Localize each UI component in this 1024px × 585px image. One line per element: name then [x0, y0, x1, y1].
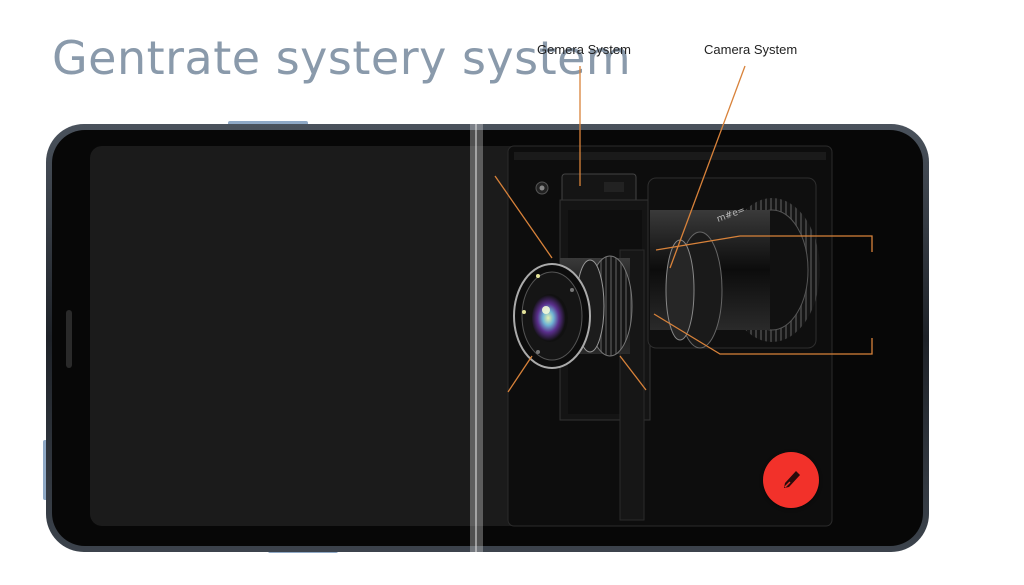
callout-lines [494, 65, 873, 393]
speaker-slot [66, 310, 72, 368]
callout-label-gemera-system: Gemera System [537, 42, 631, 57]
page-title: Gentrate systery system [52, 31, 632, 85]
lens-glass [532, 294, 568, 342]
shutter-button[interactable] [763, 452, 819, 508]
callout-label-camera-system: Camera System [704, 42, 798, 57]
pen-nib-icon [784, 471, 800, 488]
